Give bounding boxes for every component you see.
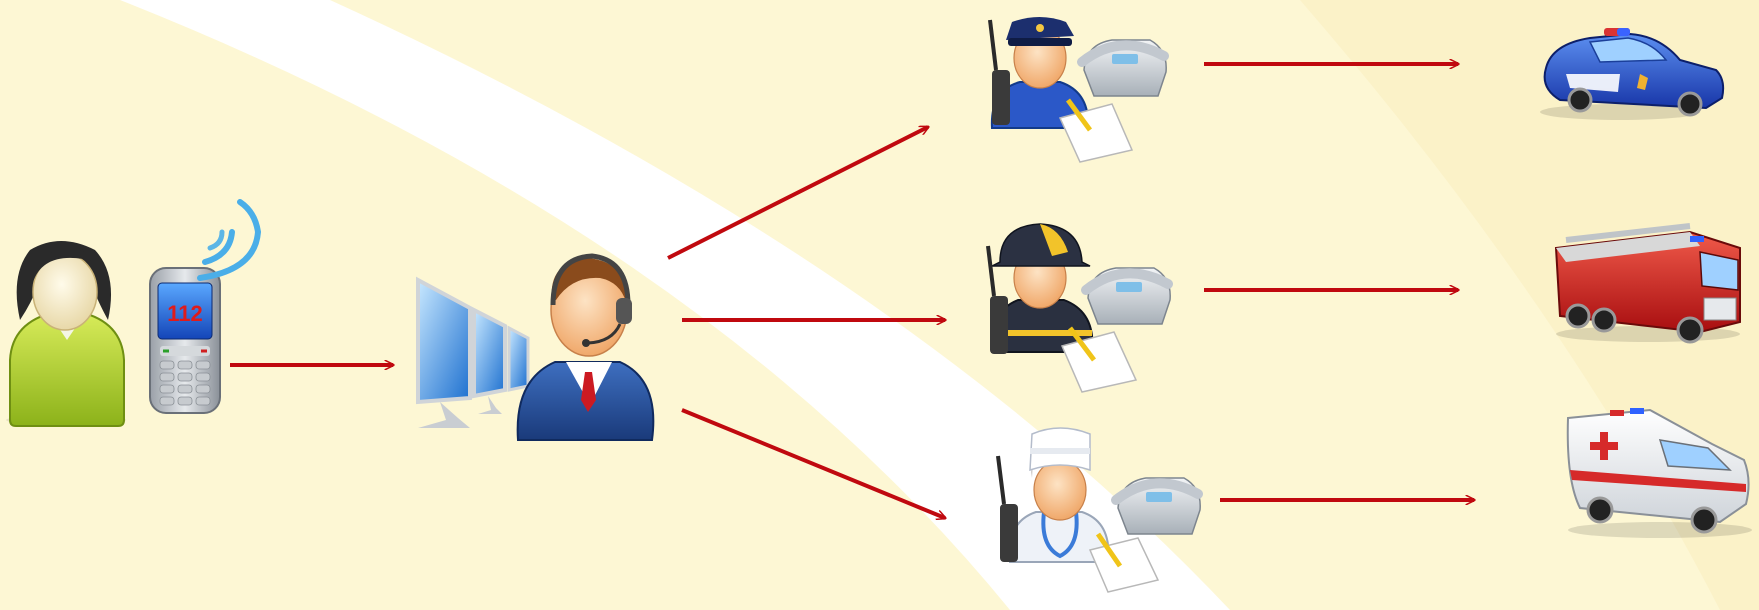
- desk-phone-icon: [1086, 268, 1170, 324]
- desk-phone-icon: [1116, 478, 1200, 534]
- phone-number: 112: [167, 301, 203, 326]
- desk-phone-icon: [1082, 40, 1166, 96]
- mobile-phone-icon: 112: [150, 268, 220, 413]
